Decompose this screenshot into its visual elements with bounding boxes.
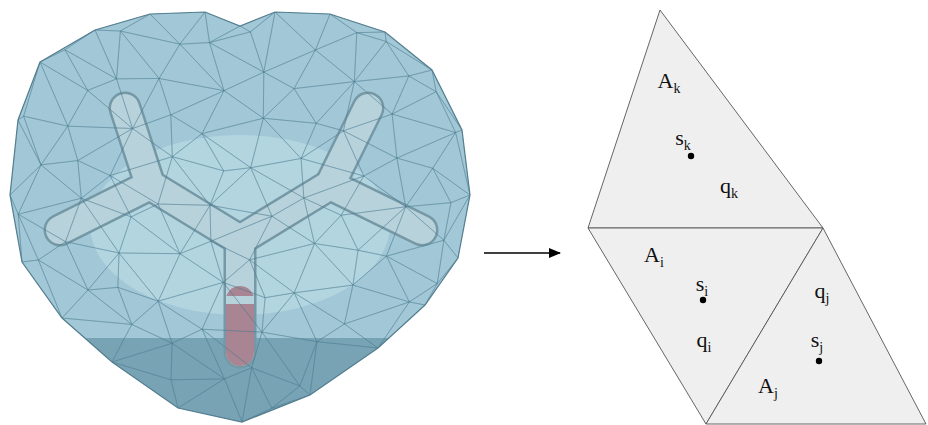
tessera-label: sj (811, 329, 823, 351)
mapping-arrow (484, 252, 560, 254)
cavity-outline (10, 12, 470, 422)
centroid-dot (688, 153, 694, 159)
surface-tessera: Ak sk qk (588, 10, 824, 229)
triangle-outline (588, 10, 824, 229)
surface-tessera: qj sjAj (705, 227, 927, 425)
tessera-label: Aj (758, 375, 778, 397)
cavity-surface (0, 12, 480, 425)
tessera-label: Ak (658, 70, 681, 92)
tessera-label: qi (697, 329, 712, 351)
tessera-label: sk (675, 127, 691, 149)
triangle-outline (705, 227, 927, 425)
tessera-label: si (696, 273, 708, 295)
cavity-mesh (10, 12, 470, 422)
centroid-dot (816, 358, 822, 364)
tessera-label: Ai (644, 244, 664, 266)
tessera-label: qj (815, 280, 830, 302)
tessera-label: qk (720, 175, 738, 197)
cavity-fill (10, 12, 470, 422)
cavity-front (10, 12, 470, 422)
